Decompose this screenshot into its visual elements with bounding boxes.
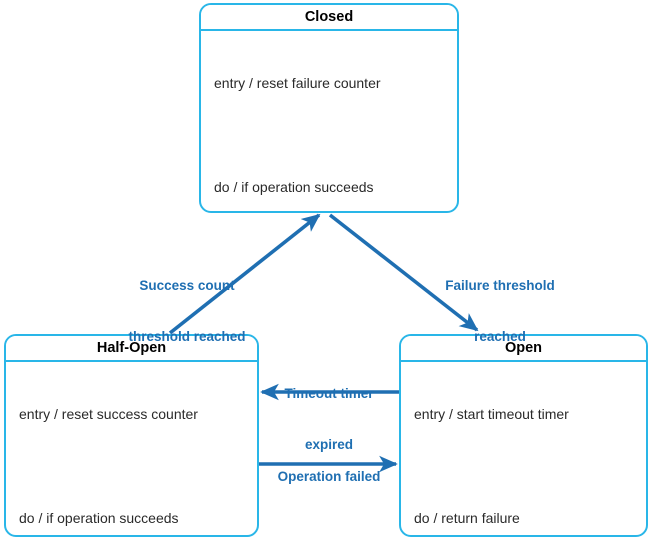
state-body-open: entry / start timeout timer do / return … (401, 362, 646, 535)
transition-label-line: Timeout timer (284, 386, 374, 401)
state-title-closed: Closed (201, 5, 457, 31)
state-title-half-open: Half-Open (6, 336, 257, 362)
state-box-open[interactable]: Open entry / start timeout timer do / re… (399, 334, 648, 537)
state-body-closed: entry / reset failure counter do / if op… (201, 31, 457, 211)
state-line: do / if operation succeeds (214, 179, 374, 195)
transition-label-failure-threshold-reached: Failure threshold reached (405, 243, 595, 379)
transition-label-success-count-threshold-reached: Success count threshold reached (92, 243, 282, 379)
state-line-blank (214, 128, 457, 142)
state-box-closed[interactable]: Closed entry / reset failure counter do … (199, 3, 459, 213)
transition-label-line: Operation failed (277, 469, 381, 484)
transition-label-operation-failed: Operation failed (258, 434, 400, 519)
transition-label-line: Success count (139, 278, 235, 293)
state-body-half-open: entry / reset success counter do / if op… (6, 362, 257, 535)
transition-label-line: expired (304, 437, 354, 452)
state-line: entry / reset failure counter (214, 75, 381, 91)
transition-label-line: threshold reached (128, 329, 246, 344)
state-line: do / if operation succeeds (19, 510, 179, 526)
transition-label-line: Failure threshold (445, 278, 555, 293)
state-box-half-open[interactable]: Half-Open entry / reset success counter … (4, 334, 259, 537)
state-line: entry / start timeout timer (414, 406, 569, 422)
state-line: entry / reset success counter (19, 406, 198, 422)
state-title-open: Open (401, 336, 646, 362)
transition-label-line: reached (474, 329, 526, 344)
state-line-blank (19, 459, 257, 473)
state-line: do / return failure (414, 510, 520, 526)
transition-label-timeout-timer-expired: Timeout timer expired (258, 351, 400, 487)
state-line-blank (414, 459, 646, 473)
